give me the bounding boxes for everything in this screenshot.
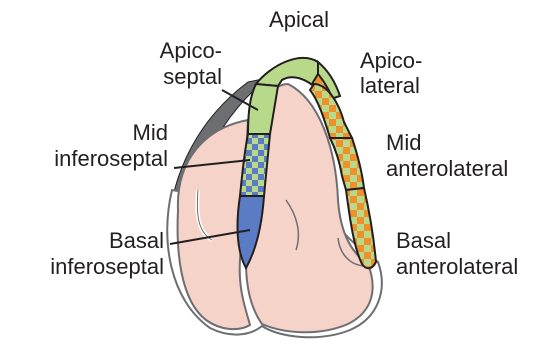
label-mid-anterolateral-line2: anterolateral: [386, 156, 508, 181]
label-apico-septal-line1: Apico-: [160, 38, 222, 63]
label-basal-anterolateral-line2: anterolateral: [396, 254, 518, 279]
label-apico-lateral-line2: lateral: [360, 73, 420, 98]
label-mid-inferoseptal-line2: inferoseptal: [54, 146, 168, 171]
label-apico-lateral-line1: Apico-: [360, 48, 422, 73]
label-apical: Apical: [269, 7, 329, 32]
label-apico-septal-line2: septal: [163, 64, 222, 89]
label-mid-inferoseptal-line1: Mid: [133, 120, 168, 145]
label-basal-anterolateral-line1: Basal: [396, 228, 451, 253]
label-basal-inferoseptal-line2: inferoseptal: [50, 254, 164, 279]
label-mid-anterolateral-line1: Mid: [386, 130, 421, 155]
label-basal-inferoseptal-line1: Basal: [109, 228, 164, 253]
